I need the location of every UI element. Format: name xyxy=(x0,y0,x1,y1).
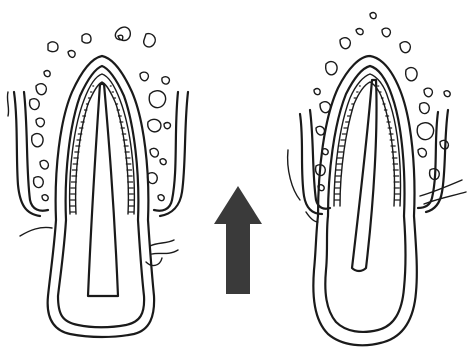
left-bone-trabeculae xyxy=(30,27,171,201)
right-bone-trabeculae xyxy=(314,13,450,191)
right-tooth-dentin-outline xyxy=(325,66,405,332)
extrusion-arrow xyxy=(214,186,262,294)
right-tooth-panel xyxy=(288,13,466,346)
left-soft-tissue xyxy=(7,92,178,265)
left-tooth-panel xyxy=(7,27,188,337)
left-pulp-canal xyxy=(88,84,118,296)
right-pulp-canal xyxy=(352,80,377,271)
left-tooth-dentin-outline xyxy=(58,66,144,327)
left-alveolar-walls xyxy=(14,92,188,216)
right-alveolar-walls xyxy=(300,110,448,214)
